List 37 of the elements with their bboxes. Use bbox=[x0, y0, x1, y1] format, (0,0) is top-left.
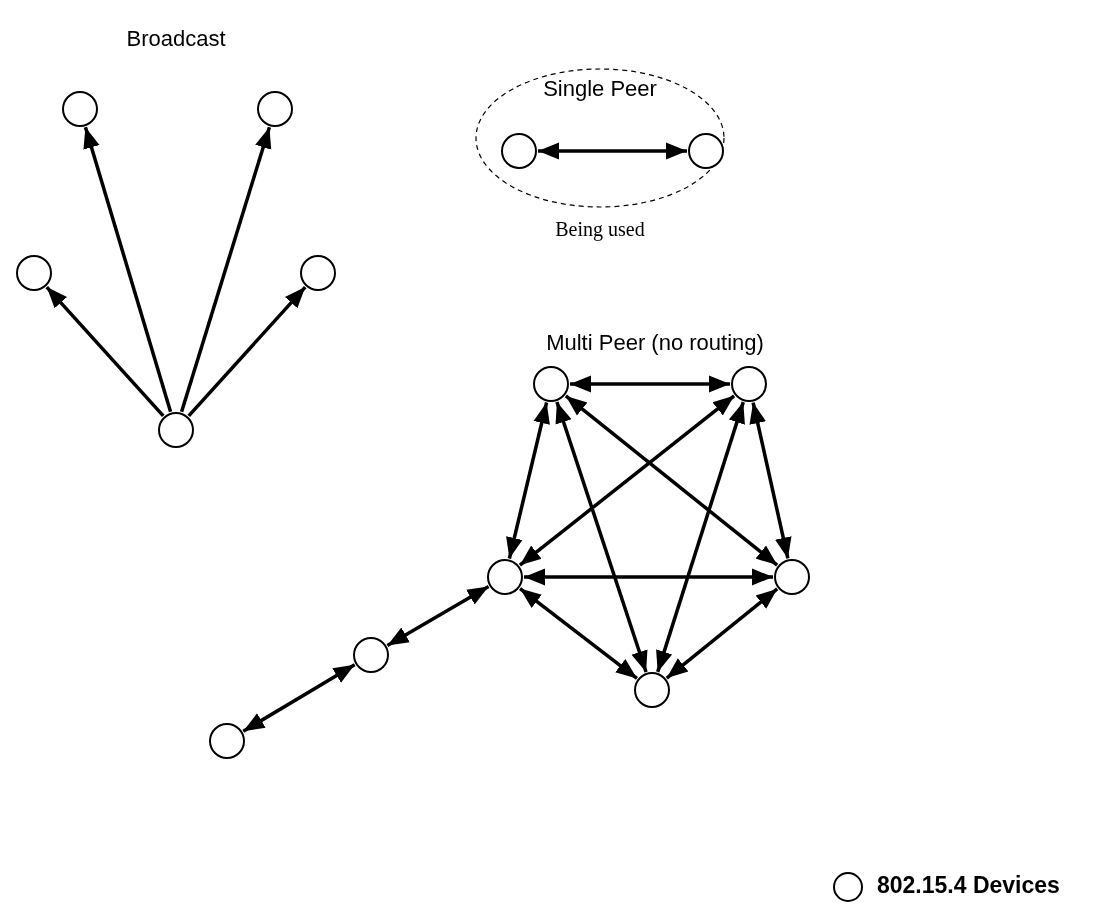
arrow bbox=[179, 126, 272, 413]
arrow bbox=[45, 285, 165, 418]
arrow bbox=[564, 394, 779, 567]
arrow bbox=[83, 126, 173, 413]
device-circle bbox=[774, 559, 810, 595]
device-circle bbox=[533, 366, 569, 402]
arrow bbox=[519, 587, 638, 680]
arrow bbox=[665, 587, 779, 680]
device-circle bbox=[209, 723, 245, 759]
arrow bbox=[749, 402, 792, 559]
section-heading: Broadcast bbox=[126, 26, 226, 52]
arrow bbox=[518, 394, 736, 567]
legend-label: 802.15.4 Devices bbox=[877, 872, 1060, 899]
device-circle bbox=[257, 91, 293, 127]
arrow bbox=[386, 585, 490, 647]
device-circle bbox=[353, 637, 389, 673]
arrow bbox=[656, 401, 745, 673]
arrow bbox=[524, 568, 773, 586]
section-heading: Multi Peer (no routing) bbox=[546, 330, 764, 356]
device-circle bbox=[62, 91, 98, 127]
device-circle bbox=[688, 133, 724, 169]
node-label: Being used bbox=[555, 218, 645, 241]
group-title: Single Peer bbox=[542, 76, 658, 102]
arrow bbox=[555, 401, 648, 673]
group-ellipse bbox=[475, 68, 725, 208]
arrow bbox=[187, 285, 307, 418]
device-circle bbox=[158, 412, 194, 448]
arrow bbox=[538, 142, 687, 160]
arrow bbox=[570, 375, 730, 393]
device-circle bbox=[16, 255, 52, 291]
device-circle bbox=[300, 255, 336, 291]
device-circle bbox=[501, 133, 537, 169]
device-circle bbox=[487, 559, 523, 595]
device-circle bbox=[731, 366, 767, 402]
arrow bbox=[242, 663, 356, 733]
arrow bbox=[506, 402, 550, 559]
device-circle bbox=[634, 672, 670, 708]
